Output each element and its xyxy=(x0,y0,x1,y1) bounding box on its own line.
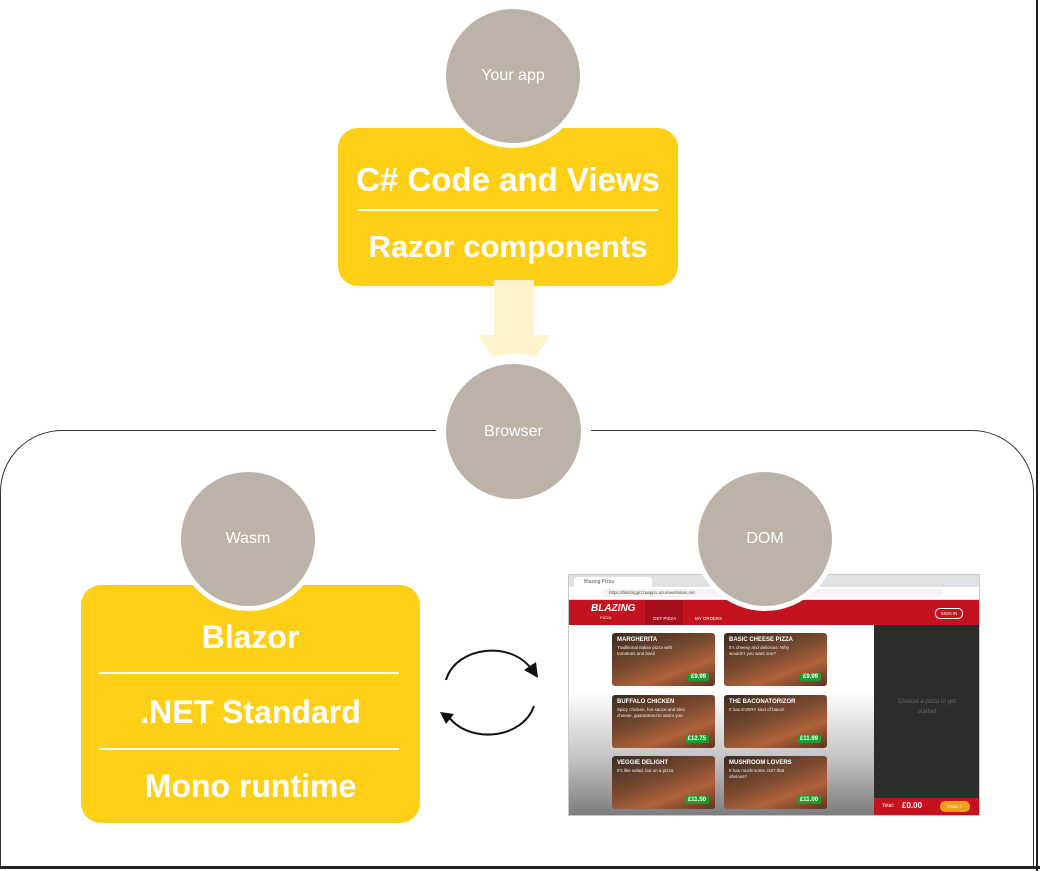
wasm-box-separator-2 xyxy=(99,748,399,750)
wasm-box-separator-1 xyxy=(99,672,399,674)
order-button[interactable]: Order > xyxy=(940,801,970,812)
wasm-box-line-3: Mono runtime xyxy=(144,768,357,804)
dom-node: DOM xyxy=(698,472,832,606)
total-label: Total: xyxy=(882,803,894,809)
nav-get-pizza-label: GET PIZZA xyxy=(653,616,677,621)
pizza-logo-sub: PIZZA xyxy=(600,615,612,620)
frame-bottom-edge xyxy=(0,866,1040,869)
browser-tab[interactable]: Blazing Pizza xyxy=(574,577,652,587)
wasm-box-line-2: .NET Standard xyxy=(140,694,361,730)
pizza-card[interactable]: THE BACONATORIZOR It has EVERY kind of b… xyxy=(724,695,827,748)
pizza-card[interactable]: MUSHROOM LOVERS It has mushrooms. Isn't … xyxy=(724,756,827,809)
pizza-card[interactable]: MARGHERITA Traditional Italian pizza wit… xyxy=(612,633,715,686)
order-side-panel: Choose a pizza to get started xyxy=(874,625,979,815)
frame-right-edge xyxy=(1036,0,1038,871)
nav-my-orders-label[interactable]: MY ORDERS xyxy=(695,616,723,621)
blazing-pizza-screenshot: Blazing Pizza https://blazingpizzaapp1.a… xyxy=(568,574,980,816)
app-box-line-2: Razor components xyxy=(368,229,648,264)
app-box: C# Code and Views Razor components xyxy=(338,128,678,286)
app-box-separator xyxy=(358,209,658,211)
side-panel-hint: Choose a pizza to get started xyxy=(897,699,957,715)
order-total-bar: Total: £0.00 Order > xyxy=(874,798,979,815)
wasm-box-line-1: Blazor xyxy=(201,619,300,655)
app-box-line-1: C# Code and Views xyxy=(356,161,660,198)
pizza-list: MARGHERITA Traditional Italian pizza wit… xyxy=(569,625,874,815)
your-app-node: Your app xyxy=(446,9,580,143)
pizza-card[interactable]: BUFFALO CHICKEN Spicy chicken, hot sauce… xyxy=(612,695,715,748)
sign-in-button[interactable]: SIGN IN xyxy=(935,608,963,619)
pizza-logo: BLAZING xyxy=(591,603,636,614)
wasm-node: Wasm xyxy=(181,472,315,606)
flow-arrow xyxy=(478,280,550,392)
browser-node: Browser xyxy=(446,364,581,499)
pizza-card[interactable]: BASIC CHEESE PIZZA It's cheesy and delic… xyxy=(724,633,827,686)
wasm-box: Blazor .NET Standard Mono runtime xyxy=(81,585,420,823)
total-value: £0.00 xyxy=(902,801,923,810)
pizza-card[interactable]: VEGGIE DELIGHT It's like salad, but on a… xyxy=(612,756,715,809)
sync-cycle-icon xyxy=(440,649,538,736)
nav-get-pizza-tab[interactable] xyxy=(645,600,683,625)
